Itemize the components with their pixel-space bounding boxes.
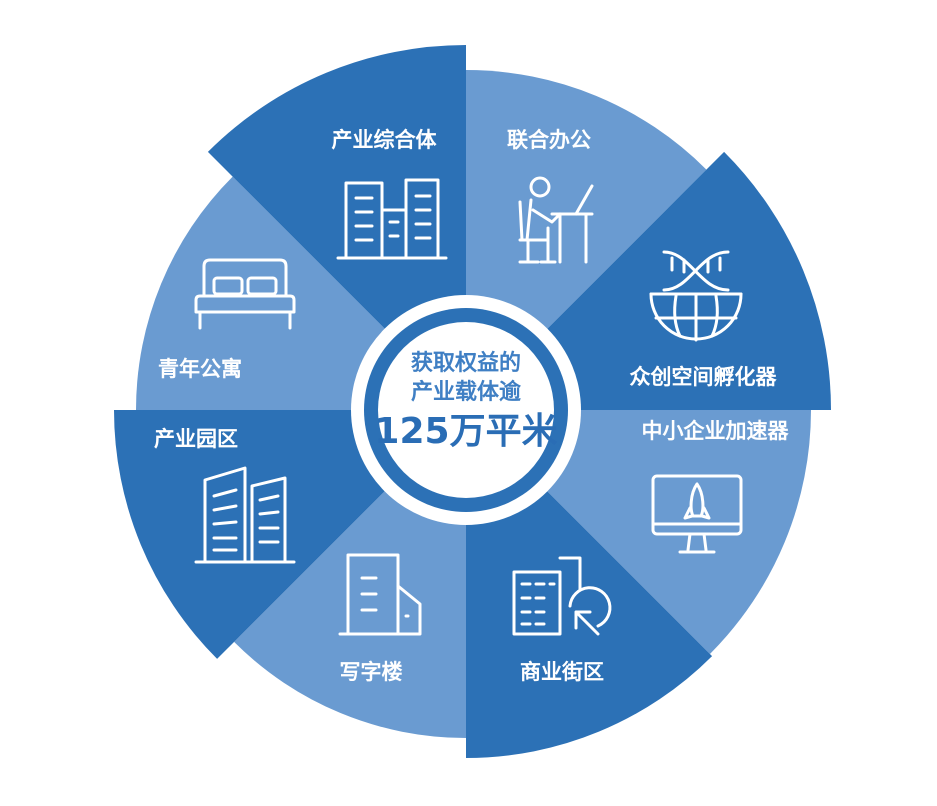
center-hub: 获取权益的 产业载体逾 125万平米	[351, 295, 581, 525]
bed-icon	[194, 258, 296, 330]
segment-label-incubator: 众创空间孵化器	[630, 365, 778, 389]
industrial-park-buildings-icon	[194, 466, 296, 564]
center-line-1: 获取权益的	[411, 350, 521, 376]
segment-label-office-building: 写字楼	[340, 660, 403, 684]
complex-buildings-icon	[336, 178, 448, 260]
segment-label-youth-apartment: 青年公寓	[158, 357, 242, 381]
segment-label-industrial-complex: 产业综合体	[332, 128, 438, 152]
coworking-desk-icon	[518, 176, 594, 264]
office-tower-icon	[338, 553, 422, 636]
center-line-3: 125万平米	[374, 411, 557, 452]
segment-label-coworking: 联合办公	[507, 128, 591, 152]
segment-label-industrial-park: 产业园区	[154, 427, 238, 451]
globe-dna-icon	[649, 250, 743, 342]
segment-label-commercial-street: 商业街区	[520, 660, 604, 684]
segment-label-accelerator: 中小企业加速器	[642, 419, 790, 443]
commercial-building-icon	[512, 556, 612, 636]
center-line-2: 产业载体逾	[411, 379, 522, 405]
hub-inner-white	[378, 322, 554, 498]
monitor-rocket-icon	[651, 474, 743, 554]
